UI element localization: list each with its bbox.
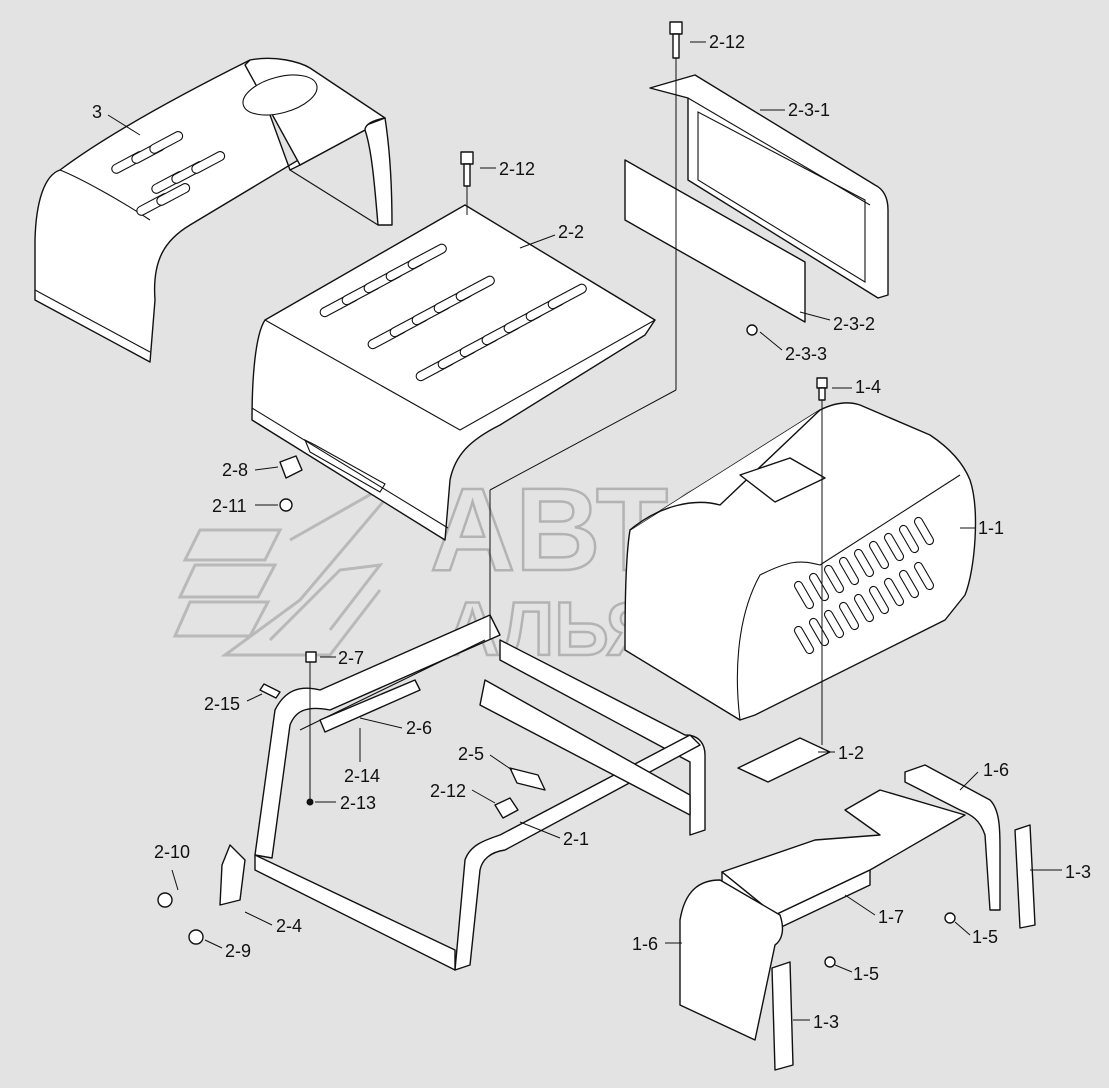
label-1-7: 1-7 — [878, 907, 904, 927]
label-2-2: 2-2 — [558, 222, 584, 242]
rivet-1-5-low — [824, 956, 836, 968]
label-2-14: 2-14 — [344, 766, 380, 786]
label-2-4: 2-4 — [276, 916, 302, 936]
part-1-6-bracket-left — [679, 879, 784, 1041]
label-2-10: 2-10 — [154, 842, 190, 862]
rivet-2-3-3 — [746, 324, 758, 336]
part-1-3-strip-low — [771, 961, 794, 1071]
part-3-vents — [111, 131, 226, 216]
hardware — [157, 21, 956, 968]
part-2-3-2-plate — [624, 159, 806, 323]
label-2-13: 2-13 — [340, 793, 376, 813]
bolt-1-4 — [816, 377, 828, 401]
label-1-6-left: 1-6 — [632, 934, 658, 954]
label-2-12-top: 2-12 — [709, 32, 745, 52]
label-2-7: 2-7 — [338, 648, 364, 668]
label-1-3-right: 1-3 — [1065, 862, 1091, 882]
label-2-6: 2-6 — [406, 718, 432, 738]
label-2-3-2: 2-3-2 — [833, 314, 875, 334]
callout-labels: 3 2-12 2-3-1 2-12 2-2 2-3-2 2-3-3 1-4 2-… — [92, 32, 1091, 1032]
label-2-12-mid: 2-12 — [499, 159, 535, 179]
bolt-2-9 — [188, 929, 204, 945]
label-1-2: 1-2 — [838, 743, 864, 763]
part-2-2-vents — [319, 243, 587, 382]
label-2-5: 2-5 — [458, 744, 484, 764]
rivet-1-5-right — [944, 912, 956, 924]
latch-2-10 — [157, 844, 246, 908]
label-1-3-low: 1-3 — [813, 1012, 839, 1032]
leader-lines — [107, 41, 1062, 1021]
pin-2-7 — [305, 651, 317, 663]
part-2-2-cover — [251, 204, 656, 541]
label-2-12-low: 2-12 — [430, 781, 466, 801]
block-2-8 — [279, 455, 303, 479]
part-1-6-bracket-right — [904, 764, 1001, 911]
bolt-2-12-low — [494, 797, 519, 819]
bolt-2-12-top — [669, 21, 683, 59]
label-1-6-right: 1-6 — [983, 760, 1009, 780]
part-1-1-cover — [624, 402, 977, 721]
label-2-9: 2-9 — [225, 941, 251, 961]
bracket-2-5 — [509, 767, 546, 791]
part-2-6-rail — [319, 679, 421, 733]
part-2-3-1-bracket — [649, 74, 889, 299]
label-1-1: 1-1 — [978, 518, 1004, 538]
bolt-2-15 — [259, 683, 281, 699]
label-1-5-low: 1-5 — [853, 964, 879, 984]
part-1-3-strip-right — [1014, 824, 1036, 929]
label-2-3-3: 2-3-3 — [785, 344, 827, 364]
label-1-4: 1-4 — [855, 377, 881, 397]
bolt-2-11 — [279, 498, 293, 512]
label-2-15: 2-15 — [204, 694, 240, 714]
label-1-5-right: 1-5 — [972, 927, 998, 947]
label-2-8: 2-8 — [222, 460, 248, 480]
label-2-1: 2-1 — [563, 829, 589, 849]
label-2-11: 2-11 — [212, 496, 247, 516]
part-3-top-cover — [34, 57, 393, 363]
bolt-2-12-mid — [460, 151, 474, 187]
label-3: 3 — [92, 102, 102, 122]
label-2-3-1: 2-3-1 — [788, 100, 830, 120]
part-1-2-plate — [737, 737, 831, 783]
part-1-1-vents — [793, 516, 935, 655]
part-2-1-frame — [254, 614, 706, 971]
